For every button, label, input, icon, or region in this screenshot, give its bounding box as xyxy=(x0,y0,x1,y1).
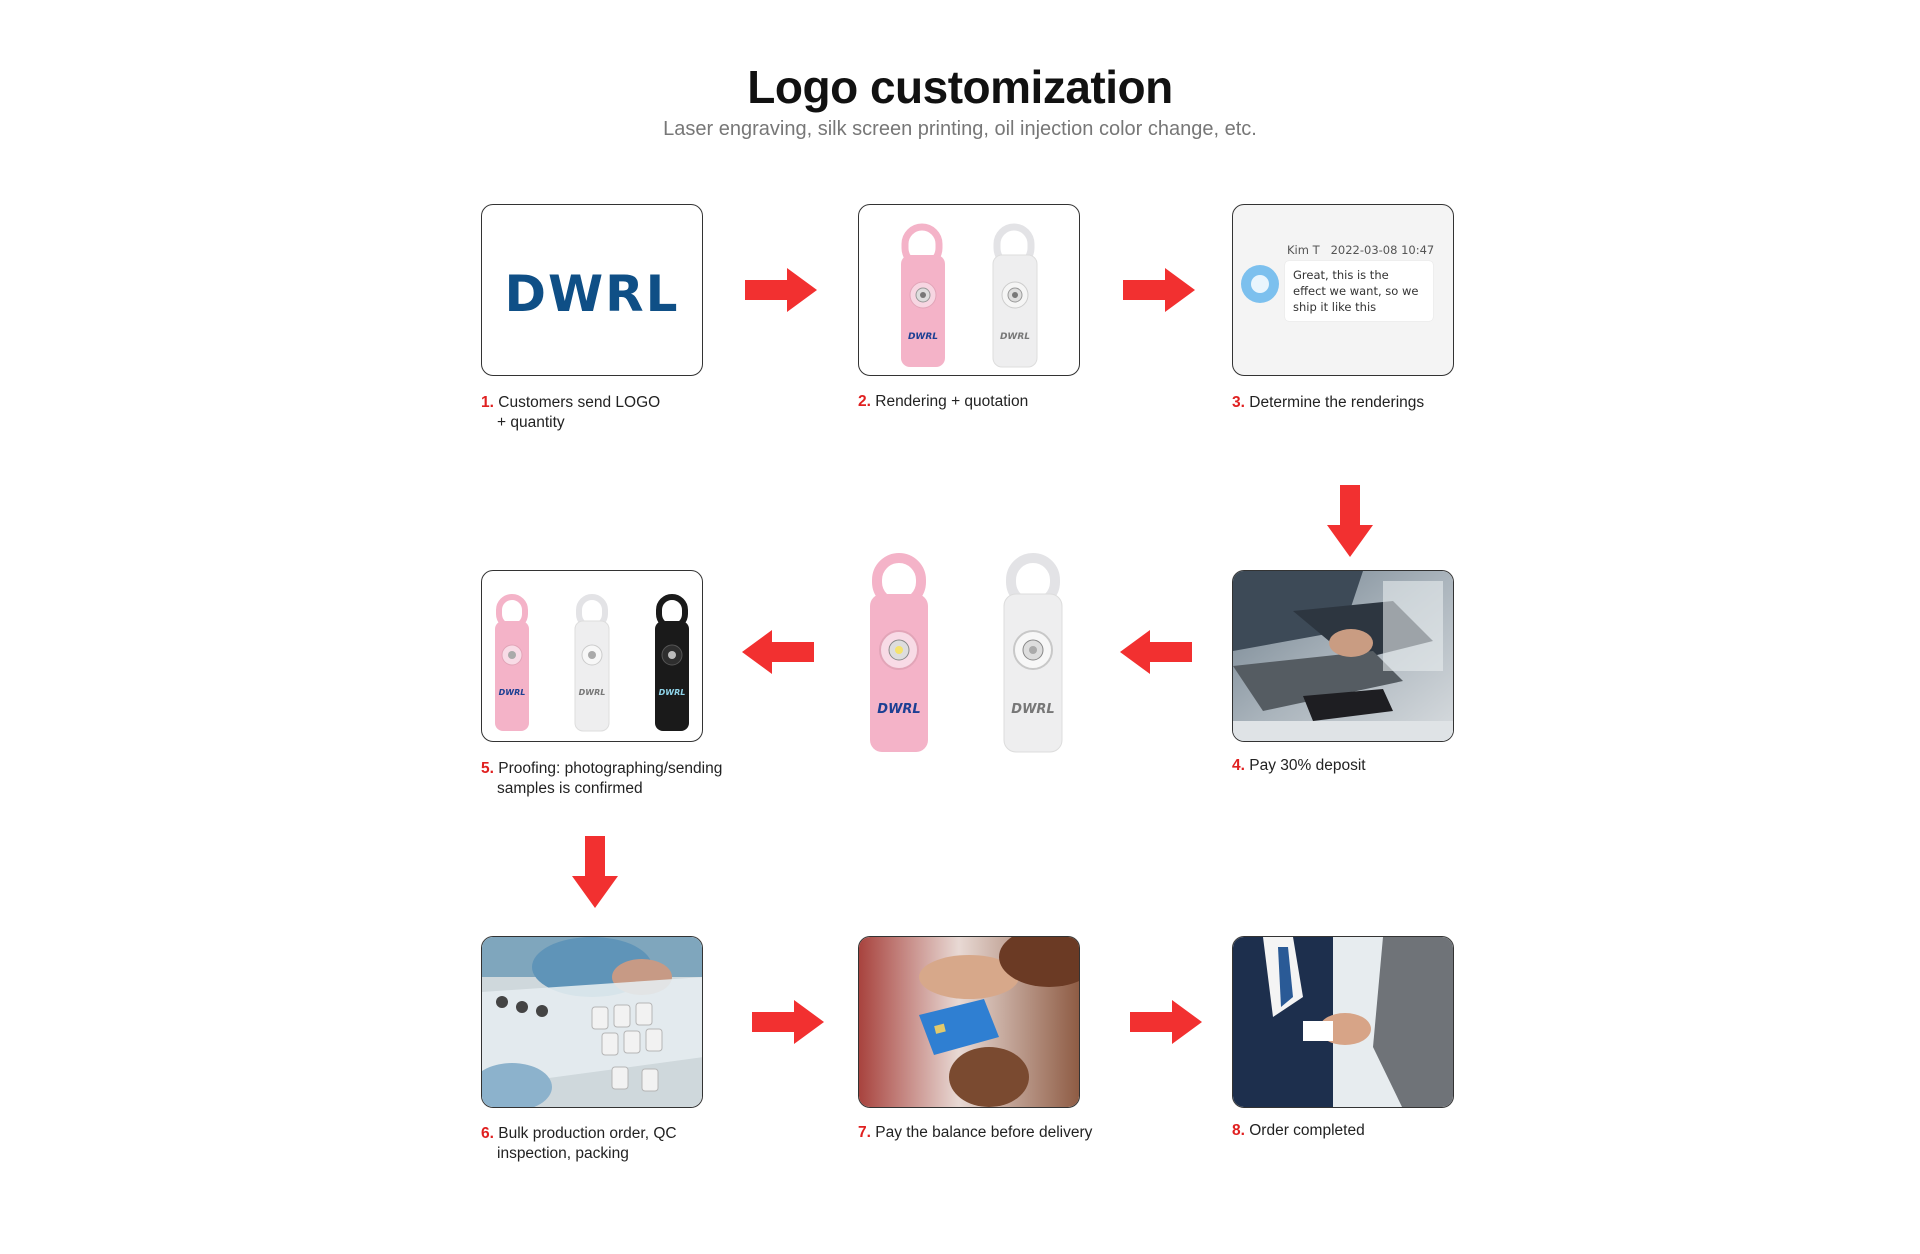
chat-message: Great, this is the effect we want, so we… xyxy=(1285,261,1433,321)
arrow-right-icon xyxy=(745,268,817,312)
proof-black-logo: DWRL xyxy=(659,688,686,697)
step-1-text-cont: + quantity xyxy=(481,413,741,433)
step-5-caption: 5. Proofing: photographing/sending sampl… xyxy=(481,759,741,799)
page-title: Logo customization xyxy=(0,60,1920,114)
step-5-number: 5. xyxy=(481,760,494,777)
step-1-text: Customers send LOGO xyxy=(498,394,660,411)
step-3-text: Determine the renderings xyxy=(1249,394,1424,411)
step-2-number: 2. xyxy=(858,393,871,410)
step-5-proofing-card: DWRL DWRL DWRL xyxy=(481,570,703,742)
step-4-text: Pay 30% deposit xyxy=(1249,757,1365,774)
step-3-chat-card: Kim T 2022-03-08 10:47 Great, this is th… xyxy=(1232,204,1454,376)
step-1-logo-card: DWRL xyxy=(481,204,703,376)
avatar xyxy=(1241,265,1279,303)
step-1-caption: 1. Customers send LOGO + quantity xyxy=(481,393,741,433)
deposit-photo xyxy=(1233,571,1454,742)
proof-white-logo: DWRL xyxy=(579,688,606,697)
dwrl-logo: DWRL xyxy=(482,265,702,323)
arrow-right-icon xyxy=(752,1000,824,1044)
step-6-caption: 6. Bulk production order, QC inspection,… xyxy=(481,1124,741,1164)
chat-user: Kim T xyxy=(1287,243,1320,257)
step-6-number: 6. xyxy=(481,1125,494,1142)
step-8-text: Order completed xyxy=(1249,1122,1364,1139)
step-5-text-cont: samples is confirmed xyxy=(481,779,741,799)
arrow-right-icon xyxy=(1123,268,1195,312)
step-8-number: 8. xyxy=(1232,1122,1245,1139)
arrow-left-icon xyxy=(1120,630,1192,674)
chat-timestamp: 2022-03-08 10:47 xyxy=(1331,243,1435,257)
arrow-right-icon xyxy=(1130,1000,1202,1044)
large-white-device-logo: DWRL xyxy=(1011,702,1054,717)
step-4-number: 4. xyxy=(1232,757,1245,774)
proofing-samples: DWRL DWRL DWRL xyxy=(482,571,703,742)
step-7-payment-card xyxy=(858,936,1080,1108)
step-3-number: 3. xyxy=(1232,394,1245,411)
large-pink-device-logo: DWRL xyxy=(877,702,920,717)
handshake-photo xyxy=(1233,937,1454,1108)
white-device-logo: DWRL xyxy=(1000,332,1030,342)
step-2-text: Rendering + quotation xyxy=(875,393,1028,410)
step-6-text: Bulk production order, QC xyxy=(498,1125,676,1142)
step-8-caption: 8. Order completed xyxy=(1232,1121,1492,1141)
step-4-deposit-card xyxy=(1232,570,1454,742)
arrow-down-icon xyxy=(1327,485,1373,557)
step-5-text: Proofing: photographing/sending xyxy=(498,760,722,777)
step-4-caption: 4. Pay 30% deposit xyxy=(1232,756,1492,776)
step-6-production-card xyxy=(481,936,703,1108)
proof-pink-logo: DWRL xyxy=(499,688,526,697)
step-2-rendering-card: DWRL DWRL xyxy=(858,204,1080,376)
step-3-caption: 3. Determine the renderings xyxy=(1232,393,1492,413)
step-7-number: 7. xyxy=(858,1124,871,1141)
step-7-caption: 7. Pay the balance before delivery xyxy=(858,1123,1118,1143)
pink-device-logo: DWRL xyxy=(908,332,938,342)
step-6-text-cont: inspection, packing xyxy=(481,1144,741,1164)
page-subtitle: Laser engraving, silk screen printing, o… xyxy=(0,118,1920,141)
step-8-handshake-card xyxy=(1232,936,1454,1108)
payment-photo xyxy=(859,937,1080,1108)
step-2-caption: 2. Rendering + quotation xyxy=(858,392,1118,412)
arrow-down-icon xyxy=(572,836,618,908)
pink-keychain-rendering: DWRL DWRL xyxy=(859,205,1080,376)
production-photo xyxy=(482,937,703,1108)
arrow-left-icon xyxy=(742,630,814,674)
sample-keychains-large: DWRL DWRL xyxy=(860,550,1090,760)
step-7-text: Pay the balance before delivery xyxy=(875,1124,1092,1141)
step-1-number: 1. xyxy=(481,394,494,411)
chat-meta: Kim T 2022-03-08 10:47 xyxy=(1287,243,1434,257)
